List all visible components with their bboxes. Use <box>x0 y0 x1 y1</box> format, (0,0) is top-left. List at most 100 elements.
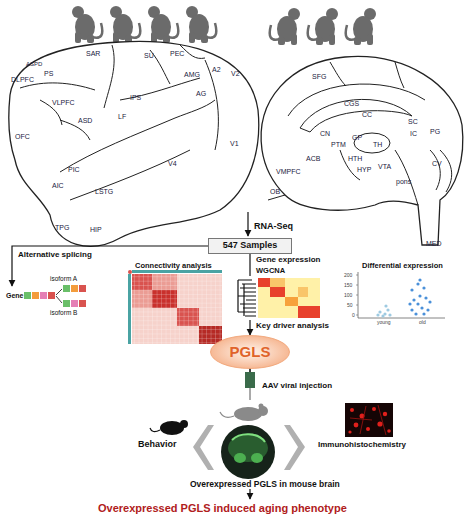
scatter-plot-part-part <box>412 298 415 301</box>
isoform-label: isoform A <box>50 276 77 283</box>
region-label: PG <box>430 128 440 135</box>
region-label: SU <box>144 52 154 59</box>
region-label: PIC <box>68 166 80 173</box>
region-label: A2 <box>212 66 221 73</box>
scatter-plot-part-part <box>414 312 417 315</box>
axis-tick: 100 <box>344 293 352 298</box>
scatter-plot-part <box>408 278 431 315</box>
scatter-plot-part-part <box>384 304 387 307</box>
region-label: TH <box>373 141 382 148</box>
syringe-icon-part <box>245 372 255 388</box>
monkey-icons-part <box>148 6 178 43</box>
region-label: HYP <box>357 166 371 173</box>
wgcna-heatmap-part <box>270 278 285 287</box>
splicing-diagram-part <box>24 292 31 299</box>
splicing-diagram-part <box>79 300 86 307</box>
scatter-plot-part-part <box>410 308 413 311</box>
scatter-plot-part <box>358 272 445 318</box>
lateral-brain-part <box>9 41 259 246</box>
region-label: V1 <box>230 140 239 147</box>
region-label: SC <box>408 118 418 125</box>
monkey-icons-part <box>72 6 102 43</box>
scatter-plot <box>356 272 445 318</box>
brain-slice-part <box>234 453 246 463</box>
ihc-image-part <box>345 403 393 437</box>
region-label: CGS <box>344 100 359 107</box>
wgcna-heatmap-part <box>258 278 320 318</box>
behavior-mouse-part <box>180 420 188 428</box>
wgcna-heatmap-part <box>298 287 308 297</box>
behavior-mouse-part <box>150 428 160 432</box>
wgcna-heatmap-part <box>285 297 298 306</box>
region-label: VLPFC <box>52 99 75 106</box>
region-label: CV <box>432 160 442 167</box>
region-label: VMPFC <box>276 168 301 175</box>
region-label: pons <box>396 178 411 185</box>
region-label: V4 <box>168 160 177 167</box>
node-text: PGLS <box>230 344 271 361</box>
connectivity-matrix-part <box>128 270 132 274</box>
flow-arrows-part <box>247 212 248 236</box>
isoform-label: isoform B <box>50 310 77 317</box>
scatter-plot-part-part <box>381 314 384 317</box>
splicing-diagram-part <box>63 285 70 292</box>
connectivity-matrix-part <box>132 274 222 344</box>
scatter-plot-part-part <box>422 286 425 289</box>
ihc-image-part-part <box>366 427 370 431</box>
monkey-icons <box>72 6 376 45</box>
splicing-diagram-part <box>79 285 86 292</box>
wgcna-heatmap-part <box>258 278 270 287</box>
scatter-plot-part-part <box>386 308 389 311</box>
splicing-diagram-part <box>71 300 78 307</box>
lateral-brain-part <box>120 78 200 100</box>
monkey-icons-part <box>346 8 376 45</box>
brain-slice <box>221 425 275 479</box>
connectivity-matrix-part <box>128 274 131 344</box>
mouse-icon-part <box>259 404 264 409</box>
ihc-image-part-part <box>387 429 391 433</box>
medial-brain-part <box>261 56 463 245</box>
scatter-plot-part-part <box>388 313 391 316</box>
brain-slice-part <box>221 425 275 479</box>
region-label: IC <box>410 130 417 137</box>
mouse-icon-part <box>234 407 262 421</box>
assay-label: Immunohistochemistry <box>318 441 406 449</box>
medial-brain-part <box>330 62 346 86</box>
region-label: GP <box>352 134 362 141</box>
axis-tick: 0 <box>352 313 355 318</box>
node-text: 547 Samples <box>223 241 278 251</box>
region-label: VTA <box>378 163 391 170</box>
region-label: V2 <box>231 70 240 77</box>
lateral-brain <box>9 41 259 246</box>
scatter-plot-part-part <box>424 296 427 299</box>
scatter-plot-part <box>376 304 391 317</box>
region-label: SAR <box>86 50 100 57</box>
scatter-plot-part-part <box>376 313 379 316</box>
region-label: DLPFC <box>11 76 34 83</box>
chevron-arrows-part <box>193 425 214 470</box>
medial-brain-part <box>395 150 418 205</box>
conclusion-label: Overexpressed PGLS induced aging phenoty… <box>98 503 347 514</box>
splicing-diagram-part <box>32 292 39 299</box>
splicing-diagram <box>24 285 86 307</box>
step-label: Alternative splicing <box>18 251 92 259</box>
splicing-diagram-part <box>71 285 78 292</box>
scatter-plot-part-part <box>426 308 429 311</box>
region-label: TPG <box>55 224 69 231</box>
ihc-image-part-part <box>354 423 359 428</box>
region-label: AMG <box>184 71 200 78</box>
region-label: HIP <box>90 226 102 233</box>
medial-brain-part <box>395 62 404 88</box>
wgcna-heatmap-part <box>238 280 256 316</box>
step-label: AAV viral injection <box>262 382 332 390</box>
scatter-plot-part-part <box>408 302 411 305</box>
monkey-icons-part <box>110 6 140 43</box>
ihc-image-part-part <box>383 412 387 416</box>
step-label: Key driver analysis <box>256 322 329 330</box>
step-label: RNA-Seq <box>254 222 293 231</box>
scatter-plot-part-part <box>416 282 419 285</box>
lateral-brain-part <box>205 60 218 150</box>
region-label: LF <box>118 113 126 120</box>
analysis-label: Connectivity analysis <box>135 262 212 270</box>
